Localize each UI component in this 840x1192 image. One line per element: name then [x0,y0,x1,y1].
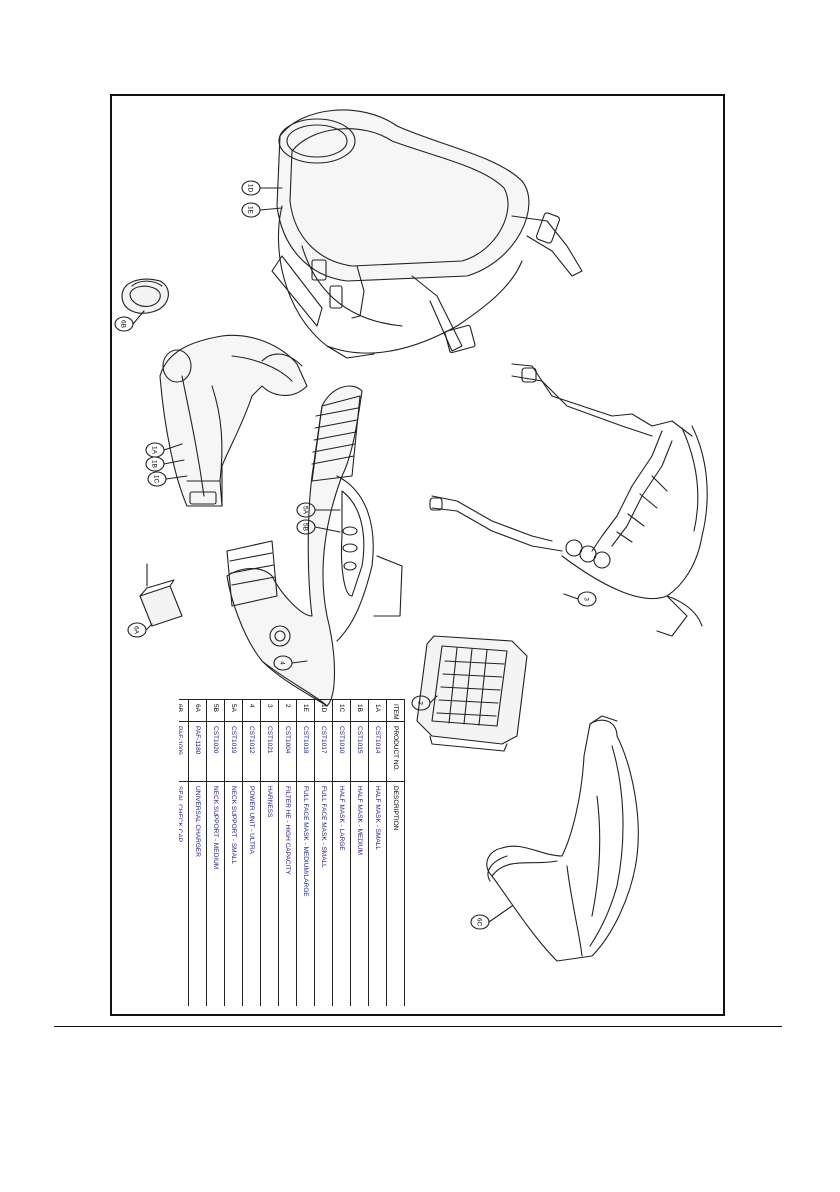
product-no-cell: PAF-1009 [179,721,189,782]
harness-drawing [429,363,708,637]
full-face-mask-drawing [271,109,583,359]
callout-1B: 1B [151,460,158,468]
item-cell: 1B [350,699,369,722]
drawing-frame: 1D 1E 6B 1A 1B 1C 5A 5B 6A 4 3 2 6C [110,94,725,1016]
product-no-cell: CST1017 [314,721,333,782]
callout-4: 4 [279,661,286,665]
item-cell: 3 [260,699,279,722]
item-cell: 1D [314,699,333,722]
product-no-cell: CST1015 [350,721,369,782]
product-no-cell: CST1010 [332,721,351,782]
product-no-cell: CST1020 [206,721,225,782]
callout-labels: 1D 1E 6B 1A 1B 1C 5A 5B 6A 4 3 2 6C [120,184,590,927]
filter-drawing [416,635,528,752]
description-cell: NECK SUPPORT - SMALL [224,781,243,1006]
universal-charger-drawing [139,563,183,627]
item-cell: 5A [224,699,243,722]
header-description: DESCRIPTION [386,781,405,1006]
callout-6A: 6A [133,626,140,635]
description-cell: HALF MASK - MEDIUM [350,781,369,1006]
item-cell: 1C [332,699,351,722]
callout-6C: 6C [476,918,483,927]
description-cell: FULL FACE MASK - SMALL [314,781,333,1006]
product-no-cell: CST1019 [224,721,243,782]
half-mask-drawing [159,334,308,507]
seal-check-cap-drawing [121,278,169,314]
callout-3: 3 [583,597,590,601]
description-cell: UNIVERSAL CHARGER [188,781,207,1006]
product-no-cell: PAF-1180 [188,721,207,782]
item-cell: 6A [188,699,207,722]
callout-balloons [114,180,597,930]
callout-2: 2 [417,701,424,705]
header-product-no: PRODUCT NO. [386,721,405,782]
power-unit-drawing [226,385,403,707]
item-cell: 5B [206,699,225,722]
callout-5B: 5B [302,523,309,531]
callout-1C: 1C [153,475,160,484]
description-cell: HALF MASK - LARGE [332,781,351,1006]
description-cell: FILTER HE - HIGH CAPACITY [278,781,297,1006]
item-cell: 4 [242,699,261,722]
header-item: ITEM [386,699,405,722]
description-cell: NECK SUPPORT - MEDIUM [206,781,225,1006]
item-cell: 1E [296,699,315,722]
blower-cover-drawing [486,715,639,962]
product-no-cell: CST1014 [368,721,387,782]
callout-1E: 1E [247,206,254,215]
description-cell: SEAL CHECK CAP [179,781,189,1006]
exploded-parts-drawing: 1D 1E 6B 1A 1B 1C 5A 5B 6A 4 3 2 6C [114,109,708,962]
description-cell: HALF MASK - SMALL [368,781,387,1006]
callout-1D: 1D [247,184,254,193]
product-no-cell: CST1012 [242,721,261,782]
product-no-cell: CST1018 [296,721,315,782]
product-no-cell: CST1021 [260,721,279,782]
callout-5A: 5A [302,506,309,515]
description-cell: FULL FACE MASK - MEDIUM/LARGE [296,781,315,1006]
item-cell: 1A [368,699,387,722]
page-divider [54,1026,782,1027]
item-cell: 2 [278,699,297,722]
callout-1A: 1A [151,446,158,455]
description-cell: HARNESS [260,781,279,1006]
item-cell: 6B [179,699,189,722]
callout-6B: 6B [120,320,127,328]
description-cell: POWER UNIT - ULTRA [242,781,261,1006]
product-no-cell: CST1004 [278,721,297,782]
